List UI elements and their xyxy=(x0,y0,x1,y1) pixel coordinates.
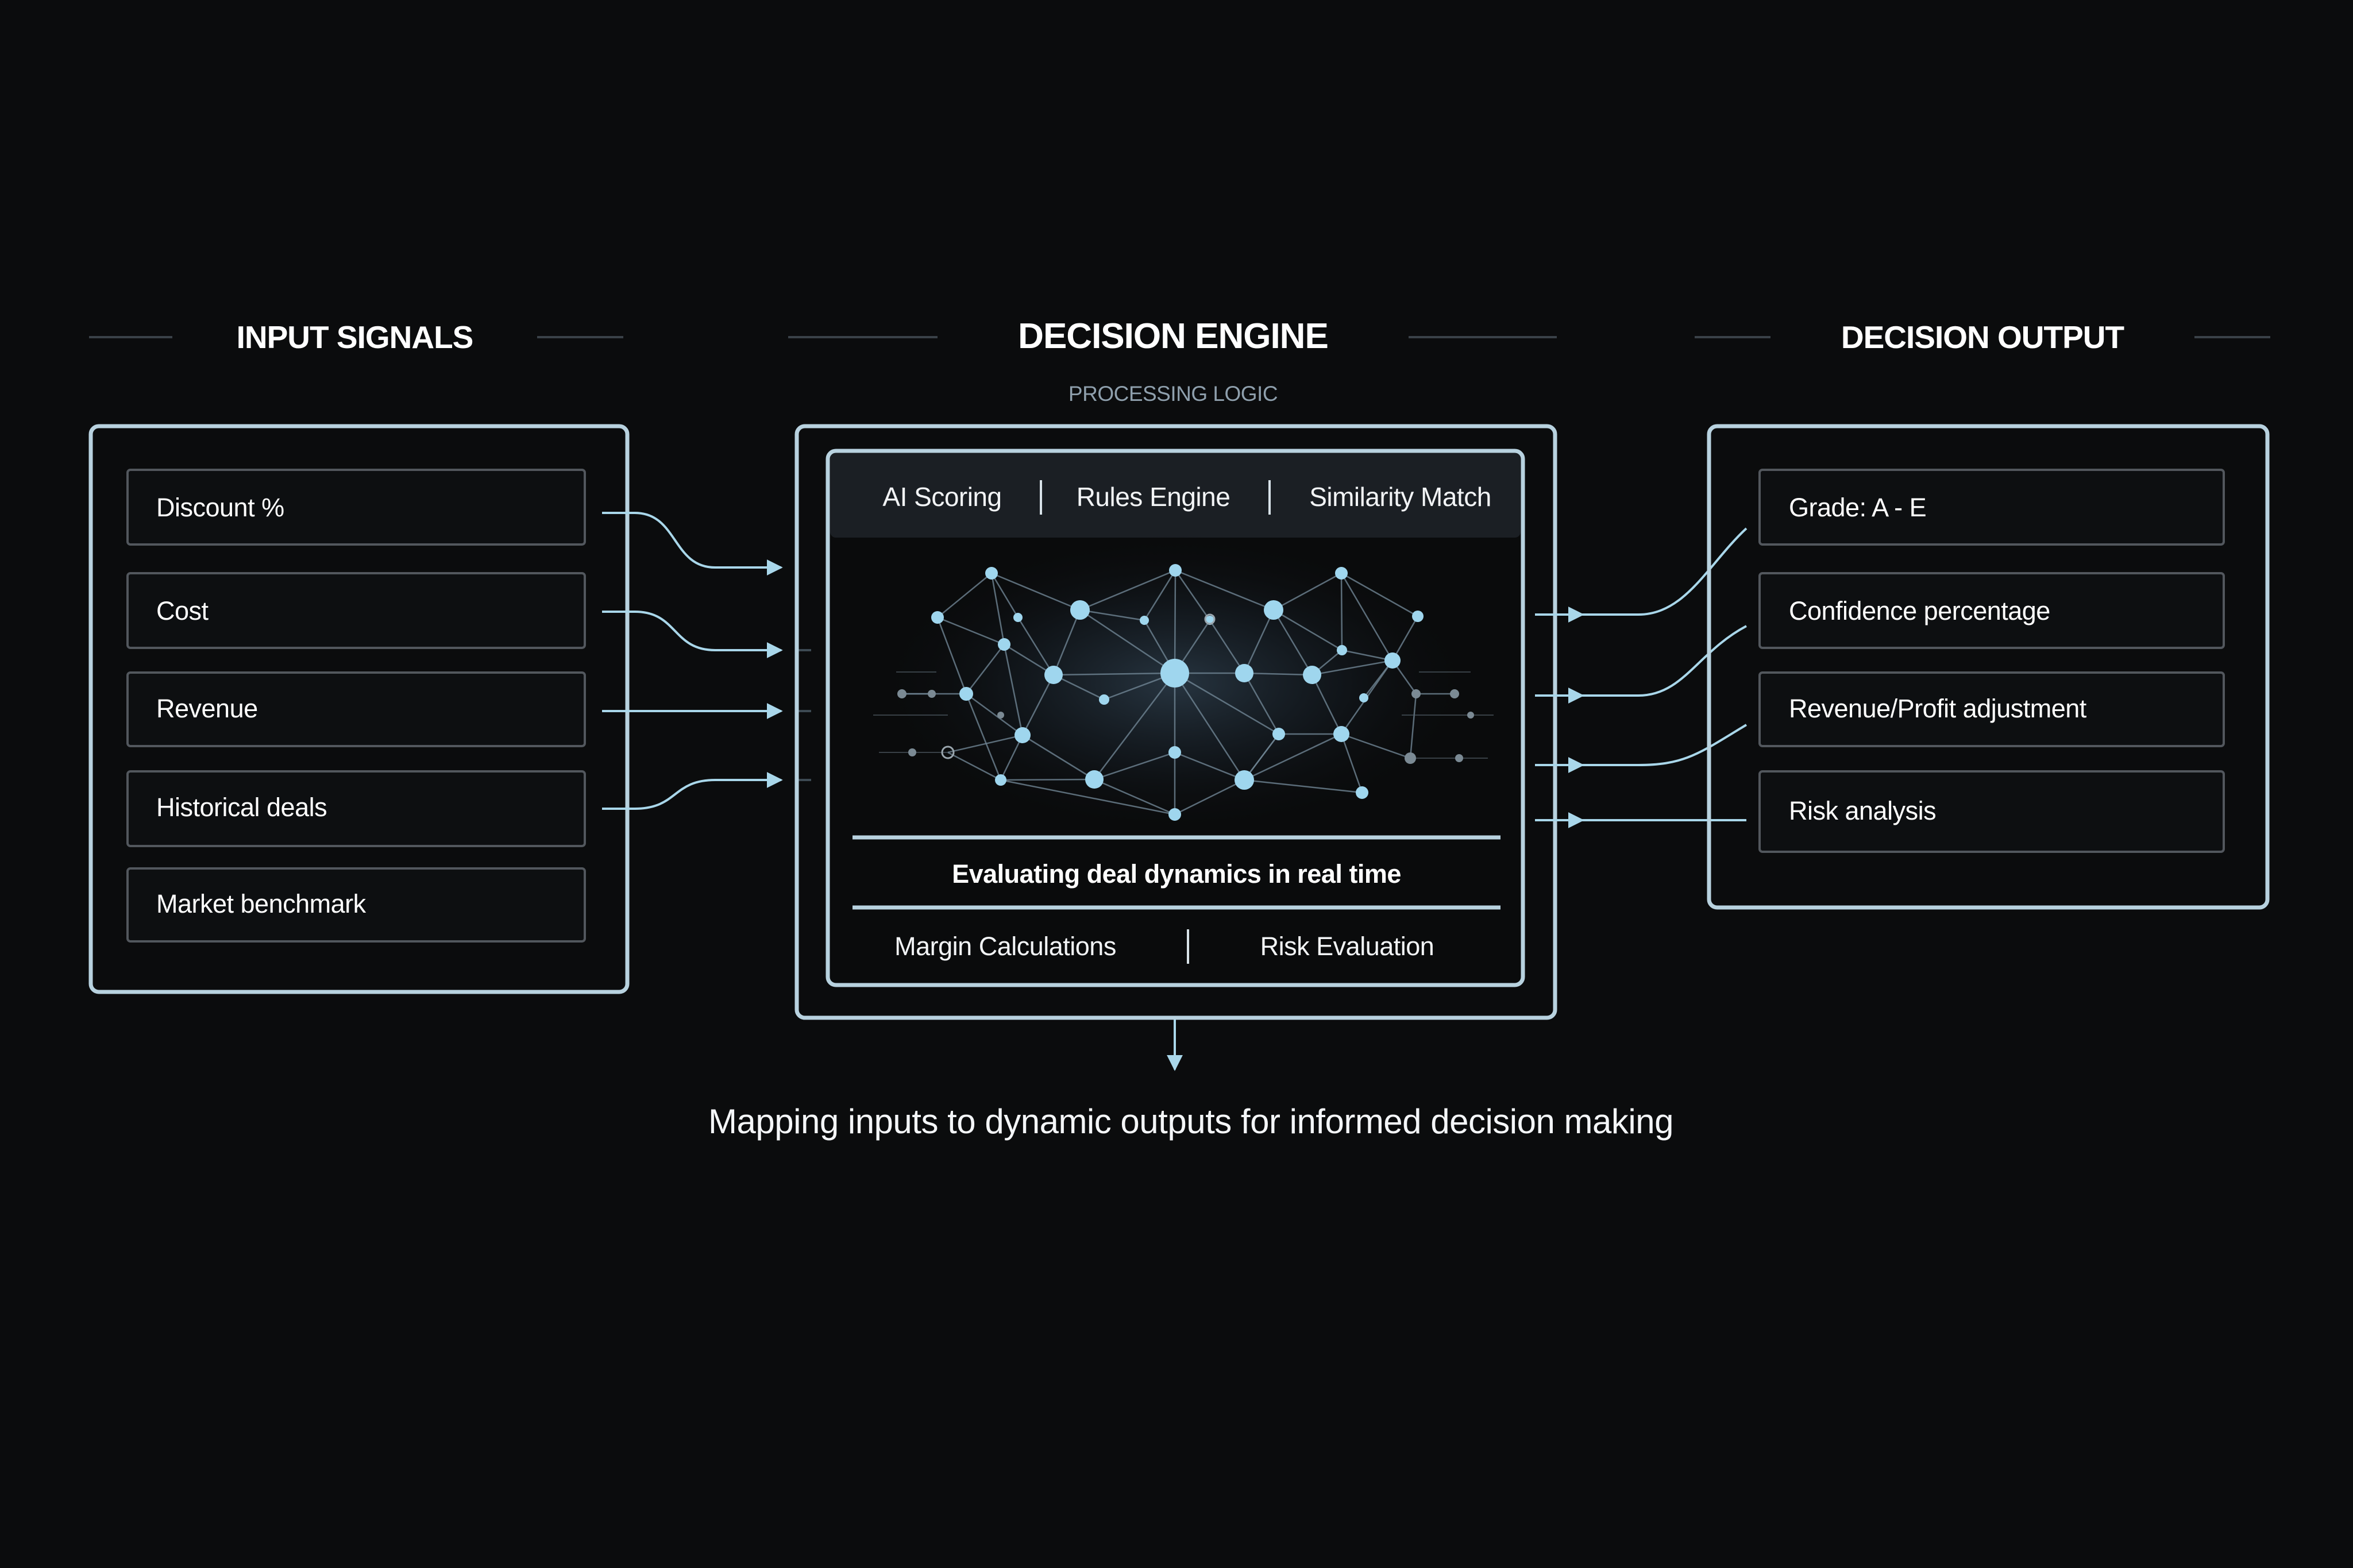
diagram-caption: Mapping inputs to dynamic outputs for in… xyxy=(708,1102,1673,1141)
input-item-label: Discount % xyxy=(156,493,284,522)
connector-historical-deals xyxy=(602,772,783,810)
input-box-market-benchmark[interactable] xyxy=(126,867,586,943)
input-box-historical-deals[interactable] xyxy=(126,770,586,847)
output-item-label: Risk analysis xyxy=(1789,796,1937,825)
output-item-label: Grade: A - E xyxy=(1789,493,1927,522)
connector-out-revenue xyxy=(1583,724,1748,766)
network-dim-nodes xyxy=(897,689,1474,764)
network-hub-node xyxy=(1160,659,1189,688)
input-panel-frame xyxy=(88,424,630,994)
input-connectors xyxy=(602,512,783,810)
status-separators xyxy=(853,835,1500,910)
output-panel-frame xyxy=(1707,424,2270,910)
input-box-revenue[interactable] xyxy=(126,671,586,747)
input-box-discount[interactable] xyxy=(126,469,586,546)
input-item-label: Cost xyxy=(156,596,209,625)
network-hollow-nodes xyxy=(941,613,1216,759)
input-box-cost[interactable] xyxy=(126,572,586,649)
engine-tab-dividers xyxy=(1040,480,1271,515)
output-item-label: Confidence percentage xyxy=(1789,596,2050,625)
connector-out-grade xyxy=(1583,527,1748,616)
input-item-boxes xyxy=(126,469,586,943)
network-edges xyxy=(902,569,1455,816)
output-box-grade[interactable] xyxy=(1758,469,2225,546)
connector-discount xyxy=(602,512,783,576)
neural-network-graphic xyxy=(873,564,1494,821)
connector-cost xyxy=(602,611,783,658)
output-box-confidence[interactable] xyxy=(1758,572,2225,649)
input-item-label: Market benchmark xyxy=(156,889,366,918)
tab-ai-scoring[interactable]: AI Scoring xyxy=(882,482,1002,512)
processing-logic-subtitle: PROCESSING LOGIC xyxy=(1068,382,1278,405)
output-item-label: Revenue/Profit adjustment xyxy=(1789,694,2086,723)
output-connectors xyxy=(1535,527,1748,828)
input-signals-title: INPUT SIGNALS xyxy=(236,319,474,355)
decision-output-title: DECISION OUTPUT xyxy=(1841,319,2124,355)
output-box-risk-analysis[interactable] xyxy=(1758,770,2225,853)
tab-rules-engine[interactable]: Rules Engine xyxy=(1076,482,1230,512)
decision-engine-title: DECISION ENGINE xyxy=(1018,316,1329,356)
output-item-boxes xyxy=(1758,469,2225,853)
tab-margin-calculations[interactable]: Margin Calculations xyxy=(894,932,1116,961)
network-nodes xyxy=(931,564,1424,821)
network-trails xyxy=(873,671,1494,759)
output-box-revenue-profit[interactable] xyxy=(1758,671,2225,747)
connector-out-confidence xyxy=(1583,625,1747,697)
input-item-label: Historical deals xyxy=(156,793,327,822)
engine-status-text: Evaluating deal dynamics in real time xyxy=(952,859,1401,889)
input-item-label: Revenue xyxy=(156,694,258,723)
engine-tab-strip xyxy=(830,453,1521,538)
tab-similarity-match[interactable]: Similarity Match xyxy=(1309,482,1491,512)
engine-outer-frame xyxy=(794,424,1557,1020)
tab-risk-evaluation[interactable]: Risk Evaluation xyxy=(1260,932,1434,961)
